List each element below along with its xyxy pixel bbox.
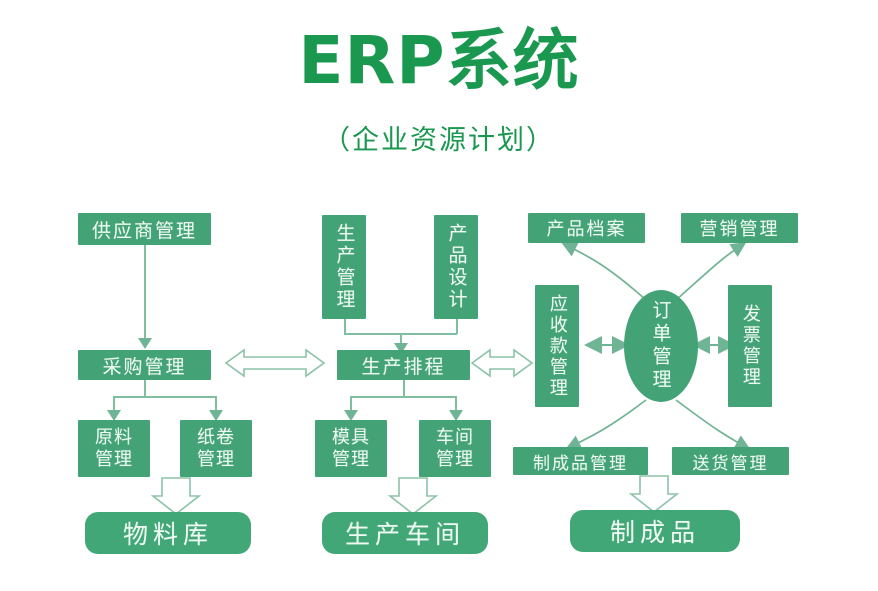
arrowhead-to-paper-roll [209,410,223,421]
curve-order-to-delivery [675,399,751,450]
node-mold-mgmt[interactable]: 模具管理 [315,420,387,477]
page-subtitle: （企业资源计划） [323,125,555,156]
node-finished-goods[interactable]: 制成品 [570,510,740,552]
arrowhead-supplier-to-purchase [138,338,152,349]
node-paper-roll-mgmt[interactable]: 纸卷管理 [180,420,252,477]
node-marketing-mgmt[interactable]: 营销管理 [681,213,798,243]
line-purchase-to-roll [215,396,217,412]
line-schedule-to-mold [350,396,352,412]
node-finished-goods-mgmt[interactable]: 制成品管理 [513,447,648,475]
arrow-to-production-workshop [387,477,439,516]
arrow-to-finished-goods [628,475,680,514]
node-product-archive[interactable]: 产品档案 [528,213,645,243]
node-product-design[interactable]: 产品设计 [434,215,478,319]
node-purchase-mgmt[interactable]: 采购管理 [78,350,211,380]
node-delivery-mgmt[interactable]: 送货管理 [672,447,789,475]
arrow-to-material-warehouse [150,477,202,516]
node-material-warehouse[interactable]: 物料库 [85,512,251,554]
line-production-mgmt-down [344,319,346,334]
line-schedule-stem [403,380,405,397]
line-schedule-bracket [350,396,456,398]
curve-order-to-finished-goods-mgmt [565,399,647,450]
arrow-purchase-schedule [224,348,326,378]
node-supplier-mgmt[interactable]: 供应商管理 [78,213,211,245]
node-raw-material-mgmt[interactable]: 原料管理 [78,420,150,477]
node-workshop-mgmt[interactable]: 车间管理 [419,420,491,477]
arrowhead-to-workshop-mgmt [449,410,463,421]
line-schedule-to-workshop [455,396,457,412]
line-supplier-to-purchase [144,245,146,340]
line-join-to-schedule [400,333,402,345]
arrow-schedule-receivables [470,348,534,378]
arrowhead-to-production-schedule [394,343,408,354]
arrowhead-to-raw-material [107,410,121,421]
arrowhead-to-mold-mgmt [344,410,358,421]
node-production-schedule[interactable]: 生产排程 [337,350,470,380]
page-title: ERP系统 [298,22,580,99]
line-purchase-bracket [113,396,216,398]
line-purchase-to-raw [113,396,115,412]
line-product-design-down [456,319,458,334]
node-order-mgmt[interactable]: 订单管理 [624,290,698,402]
node-invoice-mgmt[interactable]: 发票管理 [728,285,772,407]
node-production-workshop[interactable]: 生产车间 [322,512,488,554]
node-production-mgmt[interactable]: 生产管理 [322,215,366,319]
line-purchase-stem [144,380,146,397]
node-receivables-mgmt[interactable]: 应收款管理 [535,285,579,407]
